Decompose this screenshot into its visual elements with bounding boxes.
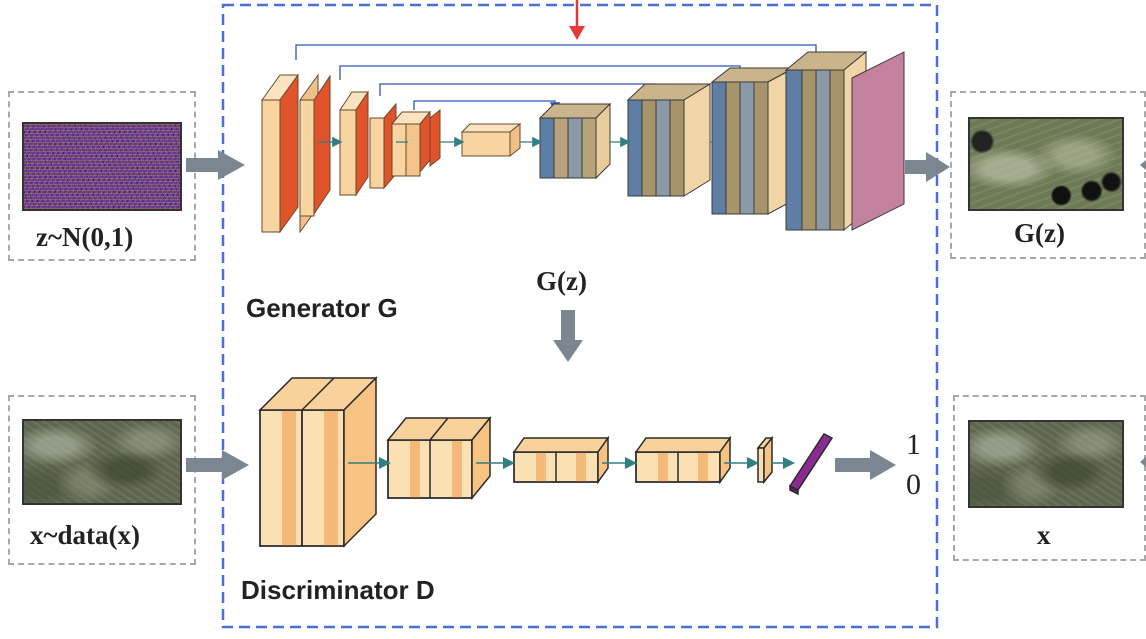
gray-flow-arrows (186, 150, 1146, 480)
right-edge-arrow-bottom (1140, 457, 1146, 467)
noise-input-panel (8, 91, 196, 261)
gz-down-arrow (553, 310, 583, 362)
disc-block-3 (512, 435, 610, 485)
red-input-arrow (569, 0, 585, 40)
network-frame (221, 3, 939, 629)
right-edge-arrow-top (1140, 160, 1146, 170)
generator-output-label: G(z) (536, 266, 587, 296)
disc-block-2 (386, 415, 492, 501)
disc-output-bar (788, 433, 834, 496)
sigmoid-output-block (851, 51, 905, 231)
real-data-input-panel (8, 395, 196, 565)
generated-output-panel (950, 91, 1146, 259)
noise-image (22, 122, 182, 211)
generator-encoder (261, 73, 522, 234)
data-to-discriminator-arrow (186, 450, 249, 480)
generator-to-output-arrow (905, 152, 950, 182)
generated-image (968, 117, 1124, 211)
real-output-panel (953, 395, 1146, 561)
discriminator-output-zero: 0 (906, 468, 921, 501)
generator-title: Generator G (246, 293, 398, 323)
noise-label: z~N(0,1) (36, 222, 134, 252)
generator-decoder (538, 50, 905, 232)
disc-block-4 (634, 435, 732, 485)
discriminator-output-arrow (835, 450, 896, 480)
real-output-label: x (1037, 520, 1051, 550)
disc-block-5 (756, 435, 774, 485)
real-data-image (22, 419, 182, 505)
real-output-image (968, 420, 1124, 508)
noise-to-generator-arrow (186, 150, 245, 180)
discriminator-network (258, 376, 834, 548)
discriminator-title: Discriminator D (241, 575, 435, 605)
generated-output-label: G(z) (1014, 218, 1065, 248)
disc-block-1 (258, 376, 378, 548)
real-data-label: x~data(x) (30, 520, 141, 550)
discriminator-output-one: 1 (906, 428, 921, 461)
